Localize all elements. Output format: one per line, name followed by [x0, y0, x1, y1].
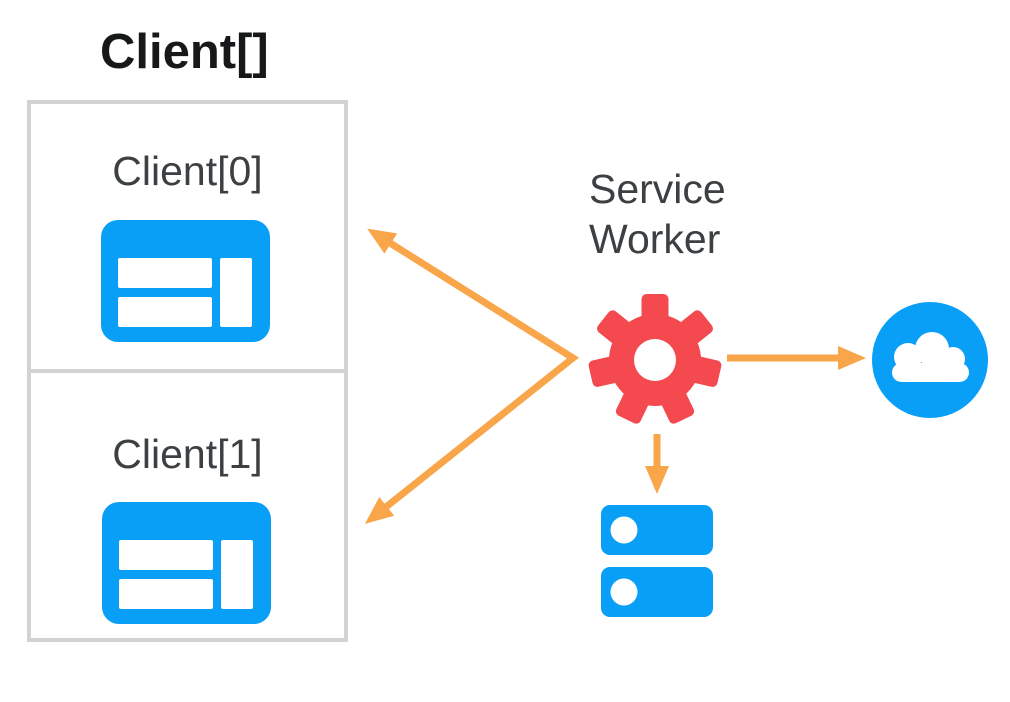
client1-label: Client[1] — [112, 431, 263, 477]
arrow-service-worker-to-clients — [364, 228, 580, 524]
diagram-title: Client[] — [100, 25, 269, 79]
browser-window-icon — [102, 502, 271, 624]
gear-icon — [588, 294, 722, 424]
cloud-icon — [872, 302, 988, 418]
client0-label: Client[0] — [112, 148, 263, 194]
browser-window-icon — [101, 220, 270, 342]
database-icon — [601, 505, 713, 617]
service-worker-label: Service Worker — [589, 166, 726, 262]
